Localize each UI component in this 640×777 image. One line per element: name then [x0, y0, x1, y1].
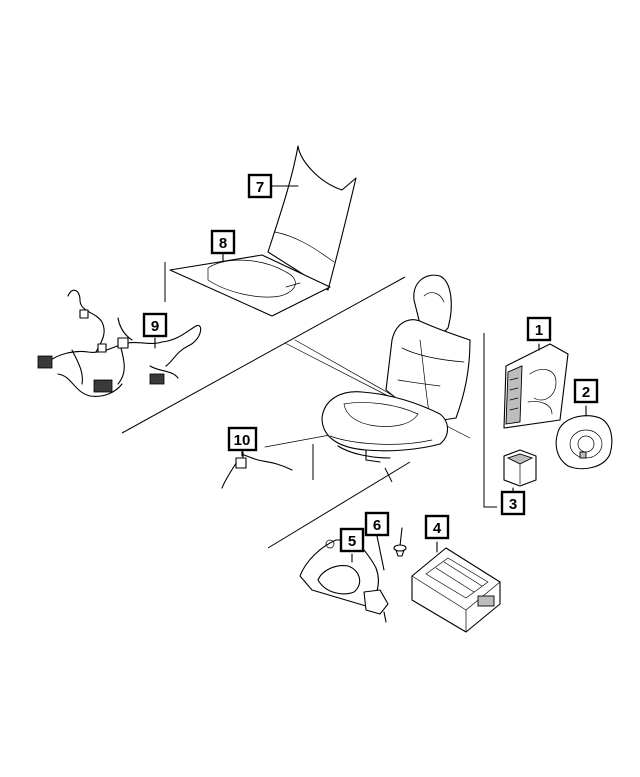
callout-10: 10 [227, 426, 258, 452]
svg-text:3: 3 [509, 496, 517, 513]
seatback-heater-pad-icon [267, 145, 357, 291]
svg-text:4: 4 [433, 520, 442, 537]
svg-text:7: 7 [256, 179, 264, 196]
svg-text:6: 6 [373, 517, 381, 534]
callout-leaders [154, 185, 514, 571]
svg-text:5: 5 [348, 533, 356, 550]
svg-text:8: 8 [219, 235, 227, 252]
callout-2: 2 [573, 378, 599, 404]
push-pin-fastener-icon [393, 527, 407, 557]
wiring-harness-icon [37, 289, 202, 397]
electronic-module-icon [411, 541, 501, 633]
seat-assembly-icon [321, 274, 471, 463]
rotary-knob-switch-icon [555, 405, 613, 470]
mounting-bracket-icon [299, 539, 389, 623]
svg-text:1: 1 [535, 322, 543, 339]
callout-5: 5 [339, 527, 365, 553]
small-switch-icon [503, 449, 537, 487]
callout-4: 4 [424, 514, 450, 540]
callout-9: 9 [142, 312, 168, 338]
svg-text:2: 2 [582, 384, 590, 401]
callout-8: 8 [210, 229, 236, 255]
cushion-heater-pad-icon [169, 254, 331, 317]
svg-text:9: 9 [151, 318, 159, 335]
callout-3: 3 [500, 490, 526, 516]
callout-6: 6 [364, 511, 390, 537]
sensor-wire-icon [221, 451, 293, 489]
callout-1: 1 [526, 316, 552, 342]
section-lines [121, 262, 497, 549]
seat-control-module-icon [503, 343, 569, 429]
callout-7: 7 [247, 173, 273, 199]
svg-text:10: 10 [234, 432, 251, 449]
